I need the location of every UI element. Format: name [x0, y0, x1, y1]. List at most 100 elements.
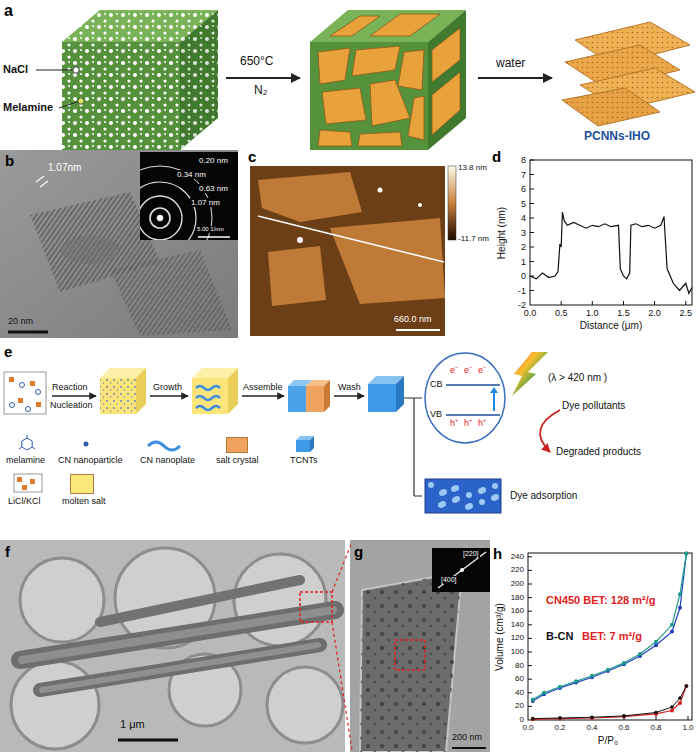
panel-e-scheme: [52, 395, 96, 397]
axis-tick: 0.4: [586, 723, 597, 732]
step-label: Nucleation: [50, 400, 93, 410]
axis-tick: 60: [515, 675, 524, 684]
zone-axis-label: [220]: [462, 550, 480, 558]
panel-h-isotherm-chart: [528, 624, 532, 625]
axis-tick: 20: [515, 702, 524, 711]
panel-c-afm-image: [297, 237, 303, 243]
dye-dot: [451, 486, 457, 492]
panel-e-scheme: [19, 447, 22, 449]
condition-label: water: [496, 57, 525, 71]
band-label: e⁻: [478, 365, 486, 375]
panel-a-scheme: [322, 88, 366, 124]
dye-dot: [465, 504, 471, 510]
panel-a-scheme: [398, 50, 424, 90]
panel-a-scheme: [408, 96, 424, 140]
panel-e-scheme: [17, 477, 22, 482]
panel-g-tem-image: [360, 572, 462, 752]
panel-g-tem-image: [332, 622, 352, 750]
panel-b-tem-image: [157, 215, 163, 221]
scale-label: 5.00 1/nm: [196, 226, 225, 233]
panel-g-tem-image: [460, 568, 464, 572]
dye-dot: [479, 499, 485, 505]
panel-e-scheme: [32, 447, 35, 449]
scale-label: 200 nm: [452, 732, 482, 742]
dye-dot: [492, 483, 498, 489]
axis-title: P/P₀: [598, 735, 618, 747]
panel-e-scheme: [9, 377, 41, 407]
ring-label: 0.34 nm: [176, 170, 207, 179]
axis-tick: 0.0: [524, 308, 537, 318]
panel-e-scheme: [4, 352, 560, 496]
panel-b-tem-image: [40, 181, 48, 187]
dye-dot: [466, 492, 472, 498]
axis-tick: 140: [511, 620, 524, 629]
panel-d-height-profile: [530, 290, 534, 291]
panel-letter: c: [248, 148, 256, 165]
panel-f-tem-image: [300, 592, 332, 622]
legend-swatch: [226, 437, 248, 453]
panel-d-height-profile: [530, 160, 692, 305]
panel-f-tem-image: [11, 661, 99, 749]
panel-e-scheme: [136, 368, 146, 414]
panel-d-height-profile: [530, 174, 534, 175]
panel-letter: d: [492, 148, 501, 165]
panel-e-scheme: [242, 395, 284, 397]
panel-c-afm-image: [268, 246, 326, 306]
panel-a-scheme: [78, 98, 84, 104]
panel-f-tem-image: [11, 548, 343, 749]
panel-h-isotherm-chart: [533, 686, 687, 719]
band-label: e⁻: [464, 365, 472, 375]
process-label: Degraded products: [556, 446, 641, 458]
panel-e-scheme: [310, 436, 314, 452]
panel-h-isotherm-chart: [656, 716, 657, 720]
panel-e-scheme: [22, 485, 27, 490]
colorbar-label: -11.7 nm: [458, 234, 489, 243]
panel-e-scheme: [306, 386, 324, 412]
panel-d-height-profile: [530, 247, 534, 248]
panel-b-tem-image: [198, 236, 230, 238]
panel-h-isotherm-chart: [528, 556, 532, 557]
component-label: Melamine: [3, 101, 53, 114]
panel-letter: f: [5, 543, 10, 560]
axis-tick: 0: [521, 271, 526, 281]
panel-e-scheme: [10, 383, 41, 412]
panel-e-scheme: [14, 474, 42, 492]
legend-label: CN nanoplate: [140, 455, 195, 465]
panel-a-scheme: [330, 16, 380, 36]
panel-letter: a: [4, 2, 13, 20]
axis-tick: 7: [521, 169, 526, 179]
panel-e-scheme: [26, 407, 31, 412]
panel-d-height-profile: [530, 189, 534, 190]
panel-a-scheme: [562, 88, 660, 126]
panel-e-scheme: [334, 395, 364, 397]
panel-h-isotherm-chart: [528, 692, 532, 693]
step-label: Growth: [153, 382, 182, 392]
panel-d-height-profile: [623, 301, 624, 305]
legend-label: molten salt: [62, 496, 106, 506]
panel-e-scheme: [22, 438, 32, 450]
process-label: Dye pollutants: [562, 400, 625, 412]
panel-e-scheme: [404, 398, 422, 496]
panel-a-scheme: [562, 22, 695, 126]
panel-e-scheme: [36, 402, 41, 407]
panel-a-scheme: [428, 10, 466, 150]
condition-label: N₂: [254, 84, 267, 98]
axis-tick: 2: [521, 242, 526, 252]
panel-e-scheme: [4, 372, 46, 414]
panel-a-scheme: [73, 67, 79, 73]
panel-e-scheme: [196, 406, 220, 410]
ring-label: 1.07 nm: [190, 198, 221, 207]
panel-a-scheme: [370, 80, 410, 126]
light-label: (λ > 420 nm ): [548, 372, 607, 384]
step-label: Reaction: [52, 382, 88, 392]
axis-tick: 3: [521, 227, 526, 237]
band-line: [446, 414, 500, 416]
axis-tick: 0.8: [650, 723, 661, 732]
legend-label: TCNTs: [290, 455, 318, 465]
panel-e-scheme: [36, 390, 41, 395]
axis-tick: 1.5: [617, 308, 630, 318]
panel-b-tem-image: [110, 250, 232, 336]
panel-h-isotherm-chart: [528, 584, 532, 585]
panel-e-scheme: [10, 403, 15, 408]
